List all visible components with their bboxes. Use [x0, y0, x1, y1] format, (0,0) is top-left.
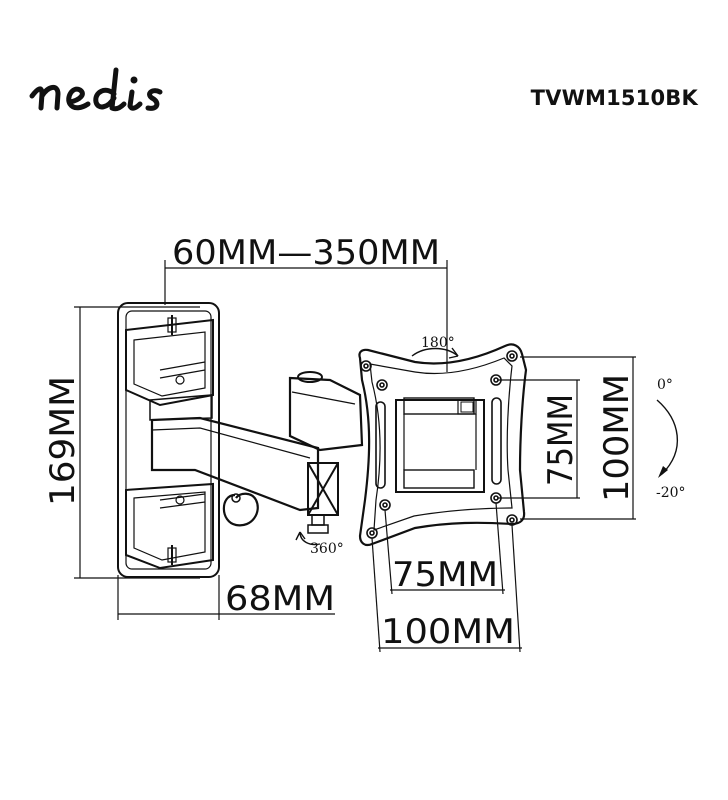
dimension-arm-extension: 60MM—350MM — [164, 233, 448, 372]
tilt-indicator: 0° -20° — [656, 377, 686, 501]
wall-plate — [117, 302, 220, 578]
dimension-depth: 68MM — [117, 575, 335, 620]
vesa-outer-horizontal-label: 100MM — [381, 612, 515, 652]
model-number: TVWM1510BK — [530, 86, 698, 110]
tilt-down-angle: -20° — [656, 485, 686, 501]
tilt-up-angle: 0° — [657, 377, 673, 393]
vesa-outer-vertical-label: 100MM — [597, 374, 637, 502]
height-label: 169MM — [43, 376, 83, 506]
arm-extension-label: 60MM—350MM — [172, 233, 440, 273]
depth-label: 68MM — [225, 579, 335, 619]
dimension-height: 169MM — [43, 306, 200, 579]
nedis-logo — [29, 67, 163, 112]
dimension-vesa-horizontal: 75MM 100MM — [371, 502, 522, 653]
vesa-inner-vertical-label: 75MM — [541, 394, 581, 486]
swivel-top-angle: 180° — [421, 335, 455, 351]
swivel-bottom-angle: 360° — [310, 541, 344, 557]
vesa-inner-horizontal-label: 75MM — [392, 555, 498, 595]
swivel-bottom-indicator: 360° — [295, 531, 344, 557]
dimension-vesa-vertical: 75MM 100MM — [498, 356, 637, 520]
vesa-plate — [358, 343, 528, 547]
swivel-arm — [150, 371, 364, 534]
